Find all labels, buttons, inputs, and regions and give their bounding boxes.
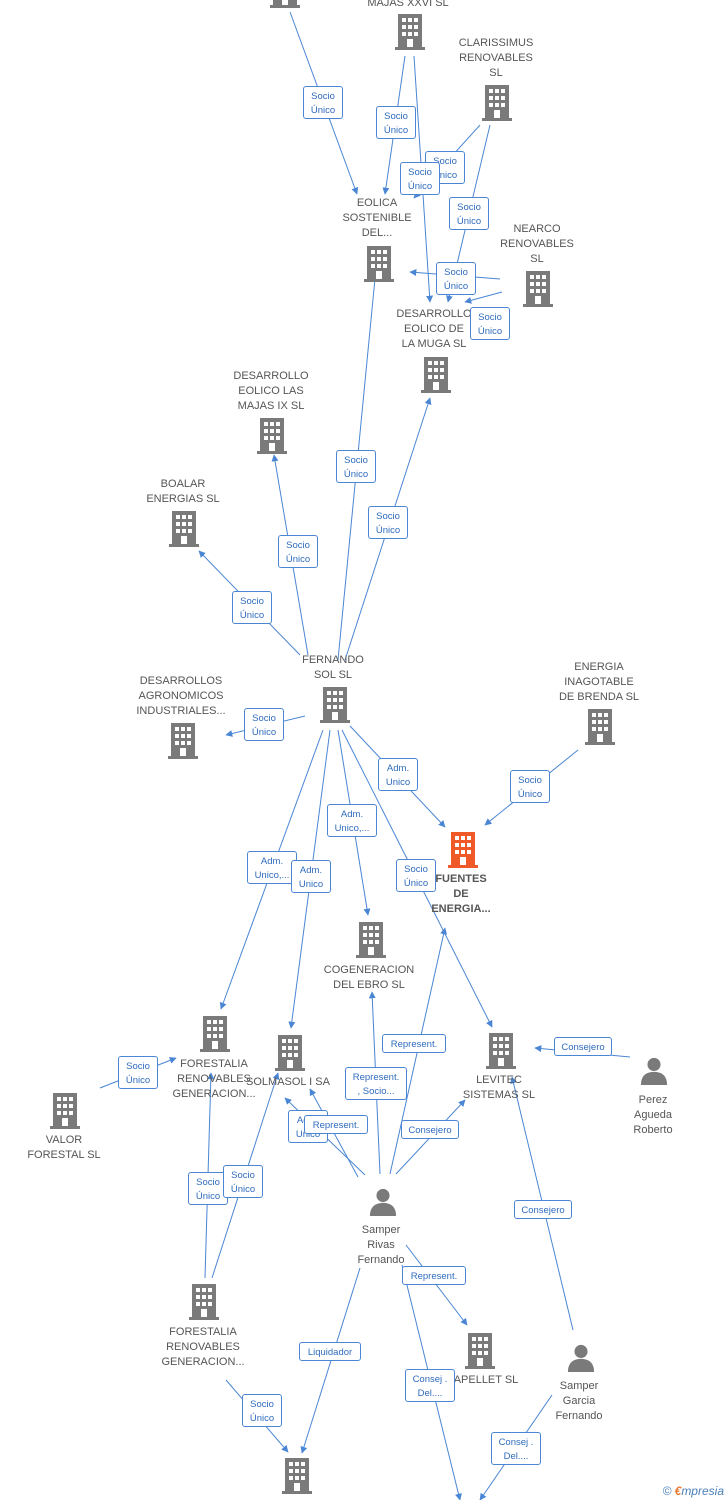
edge-label[interactable]: Socio Único [232, 591, 272, 624]
node-label-levitec[interactable]: LEVITEC SISTEMAS SL [462, 1074, 536, 1101]
edge-label[interactable]: Consejero [554, 1037, 612, 1056]
node-eolica-building-icon[interactable] [364, 246, 394, 282]
node-label-valor[interactable]: VALOR FORESTAL SL [27, 1134, 101, 1161]
node-label-apellet[interactable]: APELLET SL [453, 1374, 519, 1386]
node-label-cogeneracion[interactable]: COGENERACION DEL EBRO SL [323, 964, 415, 991]
node-boalar-building-icon[interactable] [169, 511, 199, 547]
node-label-fuentes[interactable]: FUENTES DE ENERGIA... [431, 873, 491, 915]
node-valor-building-icon[interactable] [50, 1093, 80, 1129]
node-label-samper_rivas[interactable]: Samper Rivas Fernando [357, 1224, 405, 1266]
node-majas_xxvi-building-icon[interactable] [395, 14, 425, 50]
node-label-perez[interactable]: Perez Agueda Roberto [633, 1094, 673, 1136]
edge-label[interactable]: Represent. , Socio... [345, 1067, 407, 1100]
node-label-forestalia1[interactable]: FORESTALIA RENOVABLES GENERACION... [172, 1058, 256, 1100]
brand-text: mpresia [681, 1484, 724, 1498]
node-top_left_partial-building-icon[interactable] [270, 0, 300, 8]
edge-label[interactable]: Socio Único [368, 506, 408, 539]
edge-label[interactable]: Socio Único [244, 708, 284, 741]
node-fuentes-building-icon[interactable] [448, 832, 478, 868]
node-label-majas_xxvi[interactable]: MAJAS XXVI SL [367, 0, 449, 9]
node-forestalia2-building-icon[interactable] [189, 1284, 219, 1320]
node-solmasol-building-icon[interactable] [275, 1035, 305, 1071]
edge-label[interactable]: Socio Único [242, 1394, 282, 1427]
node-label-muga[interactable]: DESARROLLO EOLICO DE LA MUGA SL [396, 308, 472, 350]
edge-label[interactable]: Adm. Unico,... [327, 804, 377, 837]
edge-label[interactable]: Socio Único [436, 262, 476, 295]
node-bottom_partial-building-icon[interactable] [282, 1458, 312, 1494]
node-muga-building-icon[interactable] [421, 357, 451, 393]
node-fernando-building-icon[interactable] [320, 687, 350, 723]
edge-samper_rivas-to-apellet [405, 1244, 468, 1326]
node-label-majas_ix[interactable]: DESARROLLO EOLICO LAS MAJAS IX SL [233, 370, 309, 412]
edge-label[interactable]: Socio Único [336, 450, 376, 483]
edge-label[interactable]: Liquidador [299, 1342, 361, 1361]
edge-label[interactable]: Socio Único [223, 1165, 263, 1198]
edge-label[interactable]: Socio Único [188, 1172, 228, 1205]
edge-label[interactable]: Socio Único [278, 535, 318, 568]
node-forestalia1-building-icon[interactable] [200, 1016, 230, 1052]
node-clarissimus-building-icon[interactable] [482, 85, 512, 121]
edge-label[interactable]: Adm. Unico,... [247, 851, 297, 884]
edge-label[interactable]: Represent. [382, 1034, 446, 1053]
edge-label[interactable]: Socio Único [400, 162, 440, 195]
node-nearco-building-icon[interactable] [523, 271, 553, 307]
edge-label[interactable]: Represent. [304, 1115, 368, 1134]
node-label-brenda[interactable]: ENERGIA INAGOTABLE DE BRENDA SL [558, 661, 640, 703]
node-label-nearco[interactable]: NEARCO RENOVABLES SL [500, 223, 574, 265]
edge-label[interactable]: Socio Único [449, 197, 489, 230]
node-label-forestalia2[interactable]: FORESTALIA RENOVABLES GENERACION... [161, 1326, 245, 1368]
edge-label[interactable]: Consej . Del.... [405, 1369, 455, 1402]
edge-label[interactable]: Socio Único [470, 307, 510, 340]
node-samper_garcia-person-icon[interactable] [567, 1344, 595, 1372]
node-label-clarissimus[interactable]: CLARISSIMUS RENOVABLES SL [458, 37, 534, 79]
node-label-eolica[interactable]: EOLICA SOSTENIBLE DEL... [342, 197, 412, 239]
node-apellet-building-icon[interactable] [465, 1333, 495, 1369]
edge-label[interactable]: Adm. Unico [291, 860, 331, 893]
node-agronomicos-building-icon[interactable] [168, 723, 198, 759]
edge-label[interactable]: Consej . Del.... [491, 1432, 541, 1465]
edge-label[interactable]: Consejero [401, 1120, 459, 1139]
node-label-solmasol[interactable]: SOLMASOL I SA [246, 1076, 330, 1088]
node-label-agronomicos[interactable]: DESARROLLOS AGRONOMICOS INDUSTRIALES... [136, 675, 226, 717]
node-brenda-building-icon[interactable] [585, 709, 615, 745]
node-cogeneracion-building-icon[interactable] [356, 922, 386, 958]
edge-label[interactable]: Socio Único [510, 770, 550, 803]
node-perez-person-icon[interactable] [640, 1057, 668, 1085]
node-majas_ix-building-icon[interactable] [257, 418, 287, 454]
node-samper_rivas-person-icon[interactable] [369, 1188, 397, 1216]
node-levitec-building-icon[interactable] [486, 1033, 516, 1069]
edge-label[interactable]: Adm. Unico [378, 758, 418, 791]
edge-label[interactable]: Socio Único [396, 859, 436, 892]
brand-e: € [674, 1484, 682, 1498]
edge-nearco-to-muga [464, 291, 503, 304]
edge-label[interactable]: Represent. [402, 1266, 466, 1285]
edge-label[interactable]: Socio Único [376, 106, 416, 139]
node-label-fernando[interactable]: FERNANDO SOL SL [302, 654, 364, 681]
node-label-boalar[interactable]: BOALAR ENERGIAS SL [146, 478, 220, 505]
node-label-samper_garcia[interactable]: Samper Garcia Fernando [555, 1380, 603, 1422]
edge-label[interactable]: Socio Único [118, 1056, 158, 1089]
edge-label[interactable]: Consejero [514, 1200, 572, 1219]
empresia-logo[interactable]: ©€mpresia [663, 1484, 724, 1498]
copyright-symbol: © [662, 1484, 672, 1498]
edge-label[interactable]: Socio Único [303, 86, 343, 119]
